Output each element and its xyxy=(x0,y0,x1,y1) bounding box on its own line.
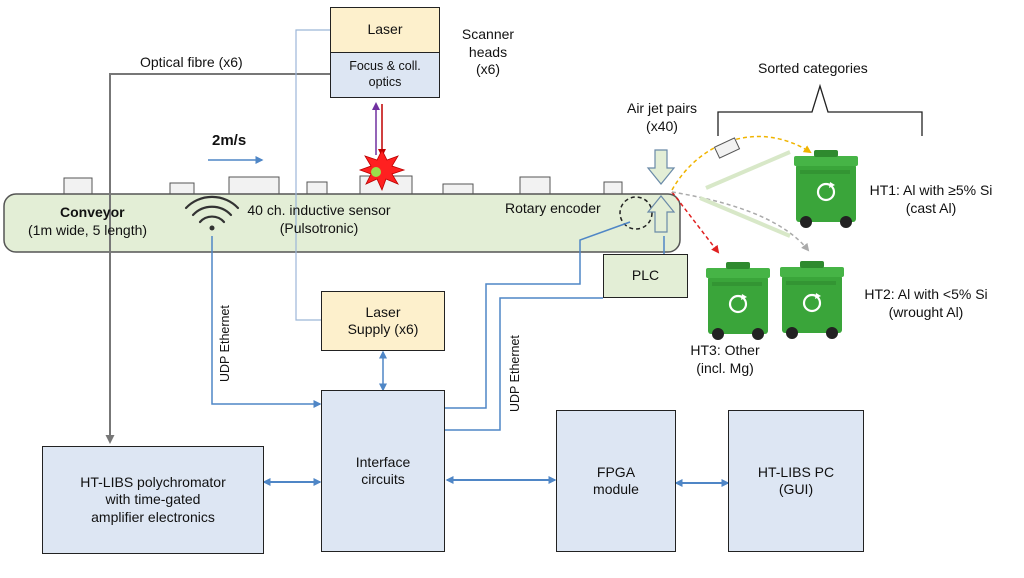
conveyor-items xyxy=(63,175,623,195)
optics-box: Focus & coll. optics xyxy=(330,52,440,98)
conveyor-item xyxy=(306,181,328,195)
laser-supply-box: Laser Supply (x6) xyxy=(321,291,445,351)
optical-fibre-line xyxy=(105,73,330,444)
udp-right-line xyxy=(444,221,631,409)
conveyor-item xyxy=(228,176,280,195)
recycle-bin-icon xyxy=(704,260,772,342)
plc-box: PLC xyxy=(603,254,688,298)
categories-bracket xyxy=(717,83,923,136)
laser-box: Laser xyxy=(330,7,440,53)
air-jets-label: Air jet pairs (x40) xyxy=(626,100,698,134)
plc-line xyxy=(444,297,603,431)
conveyor-subtitle: (1m wide, 5 length) xyxy=(28,222,148,238)
air-jet-icon xyxy=(646,149,676,233)
conveyor-item xyxy=(169,182,195,195)
speed-label: 2m/s xyxy=(212,132,247,149)
udp-left-line xyxy=(211,236,322,408)
trajectory-ht2 xyxy=(671,191,810,252)
conveyor-title: Conveyor xyxy=(60,204,125,220)
sorted-categories-label: Sorted categories xyxy=(758,60,868,76)
trajectory-ht1 xyxy=(671,135,812,191)
wifi-signal-icon xyxy=(184,195,240,231)
recycle-bin-icon xyxy=(792,148,860,230)
ht1-label: HT1: Al with ≥5% Si (cast Al) xyxy=(869,182,993,216)
flying-item xyxy=(713,137,741,159)
fan-line xyxy=(699,196,791,238)
ht2-label: HT2: Al with <5% Si (wrought Al) xyxy=(864,286,988,320)
polychromator-box: HT-LIBS polychromator with time-gated am… xyxy=(42,446,264,554)
pc-box: HT-LIBS PC (GUI) xyxy=(728,410,864,552)
rotary-encoder-icon xyxy=(619,196,653,230)
interface-box: Interface circuits xyxy=(321,390,445,552)
recycle-bin-icon xyxy=(778,259,846,341)
fan-line xyxy=(705,150,791,190)
udp-left-label: UDP Ethernet xyxy=(218,305,232,382)
conveyor-item xyxy=(603,181,623,195)
conveyor-belt xyxy=(3,193,681,253)
laser-supply-line xyxy=(295,29,330,321)
conveyor-item xyxy=(519,176,551,195)
ht3-label: HT3: Other (incl. Mg) xyxy=(690,342,760,376)
conveyor-item xyxy=(63,177,93,195)
conveyor-item xyxy=(442,183,474,195)
udp-right-label: UDP Ethernet xyxy=(508,335,522,412)
optical-fibre-label: Optical fibre (x6) xyxy=(140,54,243,70)
encoder-label: Rotary encoder xyxy=(505,200,601,216)
trajectory-ht3 xyxy=(671,191,720,254)
scanner-heads-label: Scanner heads (x6) xyxy=(461,26,515,77)
laser-spark-icon xyxy=(358,149,406,192)
fpga-box: FPGA module xyxy=(556,410,676,552)
sensor-label: 40 ch. inductive sensor (Pulsotronic) xyxy=(247,202,391,236)
